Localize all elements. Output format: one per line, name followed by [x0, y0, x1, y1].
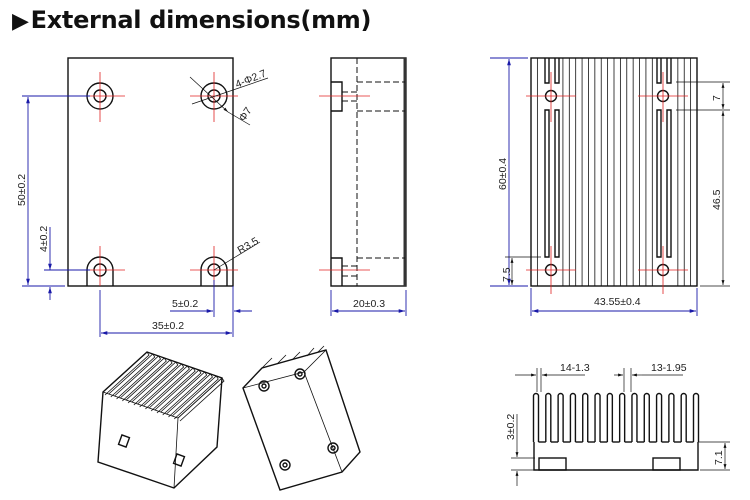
section-fin — [606, 392, 614, 442]
hole-callout-label: 4-Φ2.7 — [234, 67, 269, 90]
height-dim-label: 50±0.2 — [16, 174, 28, 206]
front-view: 4-Φ2.7 Φ7 R3.5 50±0.2 4±0.2 5±0.2 35±0.2 — [16, 57, 269, 337]
iso-fins — [102, 351, 225, 422]
section-fin — [569, 392, 577, 442]
front-outline — [67, 57, 234, 287]
fin-view-holes — [526, 72, 688, 294]
thickness-dim-label: 20±0.3 — [353, 298, 385, 310]
side-view: 20±0.3 — [319, 57, 407, 316]
section-fin — [655, 392, 663, 442]
iso-fin — [154, 369, 202, 414]
section-fin — [557, 392, 564, 442]
section-fins — [532, 392, 700, 443]
bottom-dim-label: 7.5 — [501, 267, 513, 282]
radius-label: R3.5 — [236, 235, 261, 257]
section-fin — [631, 392, 638, 442]
fin-base-dim-label: 7.1 — [713, 450, 725, 465]
section-view: 14-1.3 13-1.95 3±0.2 7.1 — [505, 362, 730, 486]
iso-fin — [160, 371, 208, 416]
iso-fin — [166, 373, 213, 418]
arrow-icon: ▶ — [12, 9, 29, 34]
section-fin — [545, 392, 552, 442]
isometric-base-side — [242, 345, 361, 491]
section-fin — [668, 392, 675, 442]
iso-fin — [143, 365, 190, 410]
section-fin — [618, 392, 626, 442]
fin-width-dim-label: 43.55±0.4 — [594, 296, 641, 308]
iso-fin — [137, 363, 185, 408]
fin-pitch-a-label: 14-1.3 — [560, 362, 590, 374]
width-dim-label: 35±0.2 — [152, 320, 184, 332]
offset-dim-label: 4±0.2 — [38, 226, 50, 252]
iso-fin — [120, 357, 167, 402]
isometric-fin-side — [97, 351, 225, 489]
iso-fin — [102, 351, 150, 396]
section-fin — [582, 392, 589, 442]
section-fin — [594, 392, 601, 442]
slot-gap-dim-label: 7 — [711, 95, 723, 101]
fin-pitch-b-label: 13-1.95 — [651, 362, 687, 374]
fin-height-dim-label: 60±0.4 — [497, 158, 509, 190]
title-text: External dimensions(mm) — [30, 6, 372, 34]
section-fin — [532, 392, 540, 442]
iso-fin — [171, 375, 219, 420]
fin-view-slots — [544, 58, 672, 258]
foot-right — [652, 457, 681, 471]
base-dim-label: 3±0.2 — [505, 414, 517, 440]
section-fin — [643, 392, 650, 442]
page-title: ▶External dimensions(mm) — [12, 6, 371, 34]
centerlines — [80, 72, 238, 286]
iso-fin — [177, 377, 225, 422]
iso-fin — [125, 359, 173, 404]
iso-fin — [108, 353, 156, 398]
counterbore-label: Φ7 — [237, 105, 255, 124]
iso-fin — [148, 367, 196, 412]
fin-view: 60±0.4 7.5 7 46.5 43.55±0.4 — [490, 57, 730, 316]
iso-fin — [114, 355, 162, 400]
iso-fin — [131, 361, 179, 406]
section-fin — [680, 392, 687, 442]
edge-dim-label: 5±0.2 — [172, 298, 198, 310]
slot-len-dim-label: 46.5 — [711, 189, 723, 210]
foot-left — [538, 457, 567, 471]
section-fin — [692, 392, 700, 442]
